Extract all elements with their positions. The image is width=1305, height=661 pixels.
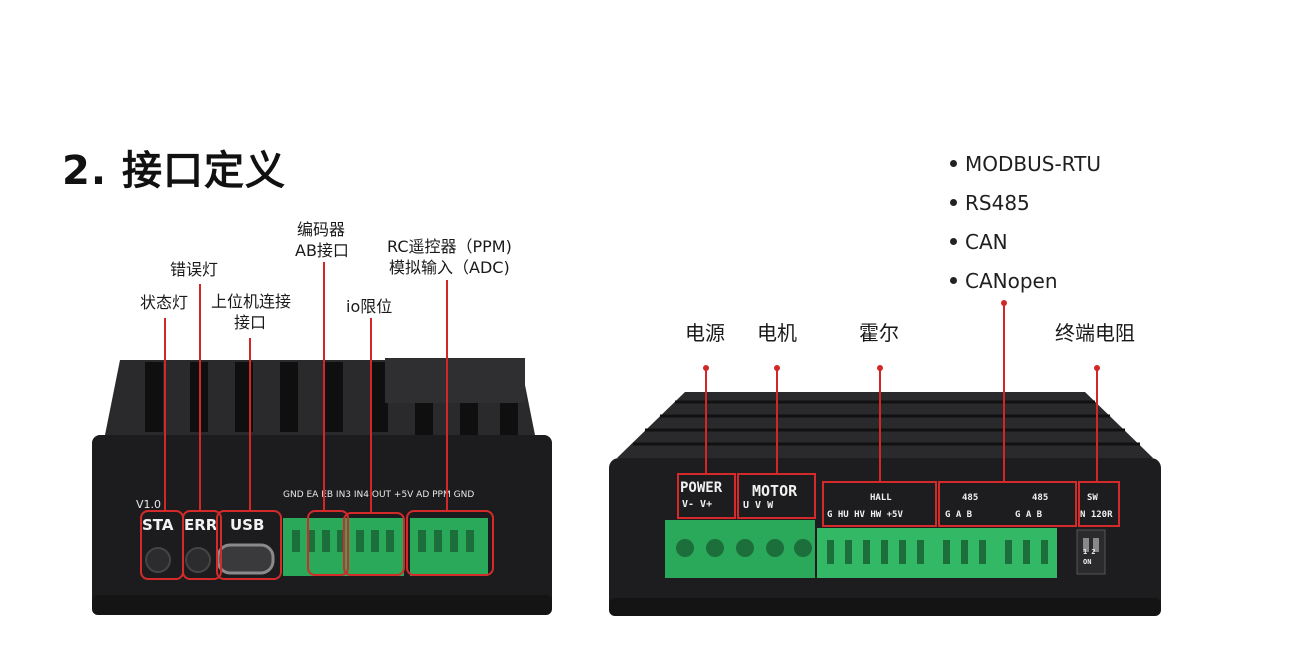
status-led-label: 状态灯 xyxy=(140,293,189,312)
encoder-label-line2: AB接口 xyxy=(295,241,349,260)
io-leader xyxy=(370,318,372,512)
encoder-leader xyxy=(323,262,325,510)
page-title: 2. 接口定义 xyxy=(62,148,286,194)
motor-panel-label: MOTOR xyxy=(752,482,798,500)
hall-highlight xyxy=(822,481,937,527)
bus-highlight xyxy=(938,481,1077,527)
right-device-photo xyxy=(605,380,1165,620)
usb-highlight xyxy=(216,510,282,580)
power-panel-label: POWER xyxy=(680,480,723,496)
bullet-icon xyxy=(950,238,957,245)
encoder-highlight xyxy=(307,510,349,576)
power-pins-label: V- V+ xyxy=(682,499,713,510)
power-leader xyxy=(705,368,707,473)
protocol-list: MODBUS-RTU RS485 CAN CANopen xyxy=(950,152,1101,308)
protocol-text: RS485 xyxy=(965,191,1030,215)
bus-leader xyxy=(1003,303,1005,481)
encoder-label-line1: 编码器 xyxy=(297,220,346,239)
pc-port-label-line1: 上位机连接 xyxy=(211,292,292,311)
motor-leader xyxy=(776,368,778,473)
right-device-body xyxy=(609,392,1161,616)
io-highlight xyxy=(343,512,405,576)
sw-highlight xyxy=(1078,481,1120,527)
sw-leader xyxy=(1096,368,1098,481)
motor-callout: 电机 xyxy=(757,321,797,345)
hall-pins-label: G HU HV HW +5V xyxy=(827,510,903,520)
version-label: V1.0 xyxy=(136,498,162,511)
err-highlight xyxy=(182,510,222,580)
sw-pins-label: N 120R xyxy=(1080,510,1113,520)
usb-leader xyxy=(249,338,251,510)
dip-on-label: ON xyxy=(1083,558,1092,566)
error-led-label: 错误灯 xyxy=(170,260,219,279)
rc-label-line2: 模拟输入（ADC) xyxy=(389,258,510,277)
sta-highlight xyxy=(140,510,184,580)
err-leader xyxy=(199,284,201,510)
bus2-pins-label: G A B xyxy=(1015,510,1043,520)
hall-panel-label: HALL xyxy=(870,493,892,503)
motor-pins-label: U V W xyxy=(743,500,774,511)
bus2-panel-label: 485 xyxy=(1032,493,1049,503)
power-highlight xyxy=(677,473,736,519)
hall-leader xyxy=(879,368,881,481)
io-limit-label: io限位 xyxy=(346,297,393,316)
bus1-pins-label: G A B xyxy=(945,510,973,520)
dip-number-label: 1 2 xyxy=(1083,548,1096,556)
left-device-body xyxy=(92,358,552,615)
bullet-icon xyxy=(950,199,957,206)
hall-callout: 霍尔 xyxy=(859,321,899,345)
left-device-photo: V1.0 STA ERR USB GND EA EB IN3 IN4 OUT +… xyxy=(80,340,560,620)
usb-label: USB xyxy=(230,516,265,534)
bullet-icon xyxy=(950,277,957,284)
protocol-item: CAN xyxy=(950,230,1101,269)
protocol-item: RS485 xyxy=(950,191,1101,230)
pc-port-label-line2: 接口 xyxy=(234,313,267,332)
sw-panel-label: SW xyxy=(1087,493,1098,503)
protocol-item: CANopen xyxy=(950,269,1101,308)
motor-highlight xyxy=(737,473,816,519)
bus1-panel-label: 485 xyxy=(962,493,979,503)
terminal-resistor-callout: 终端电阻 xyxy=(1055,321,1135,345)
sta-label: STA xyxy=(142,516,174,534)
protocol-text: MODBUS-RTU xyxy=(965,152,1101,176)
pin-labels: GND EA EB IN3 IN4 OUT +5V AD PPM GND xyxy=(283,490,475,500)
protocol-text: CANopen xyxy=(965,269,1058,293)
protocol-item: MODBUS-RTU xyxy=(950,152,1101,191)
protocol-text: CAN xyxy=(965,230,1008,254)
rc-label-line1: RC遥控器（PPM) xyxy=(387,237,512,256)
power-callout: 电源 xyxy=(685,321,725,345)
bullet-icon xyxy=(950,160,957,167)
rc-highlight xyxy=(406,510,494,576)
err-label: ERR xyxy=(184,516,218,534)
rc-leader xyxy=(446,280,448,510)
sta-leader xyxy=(164,318,166,510)
